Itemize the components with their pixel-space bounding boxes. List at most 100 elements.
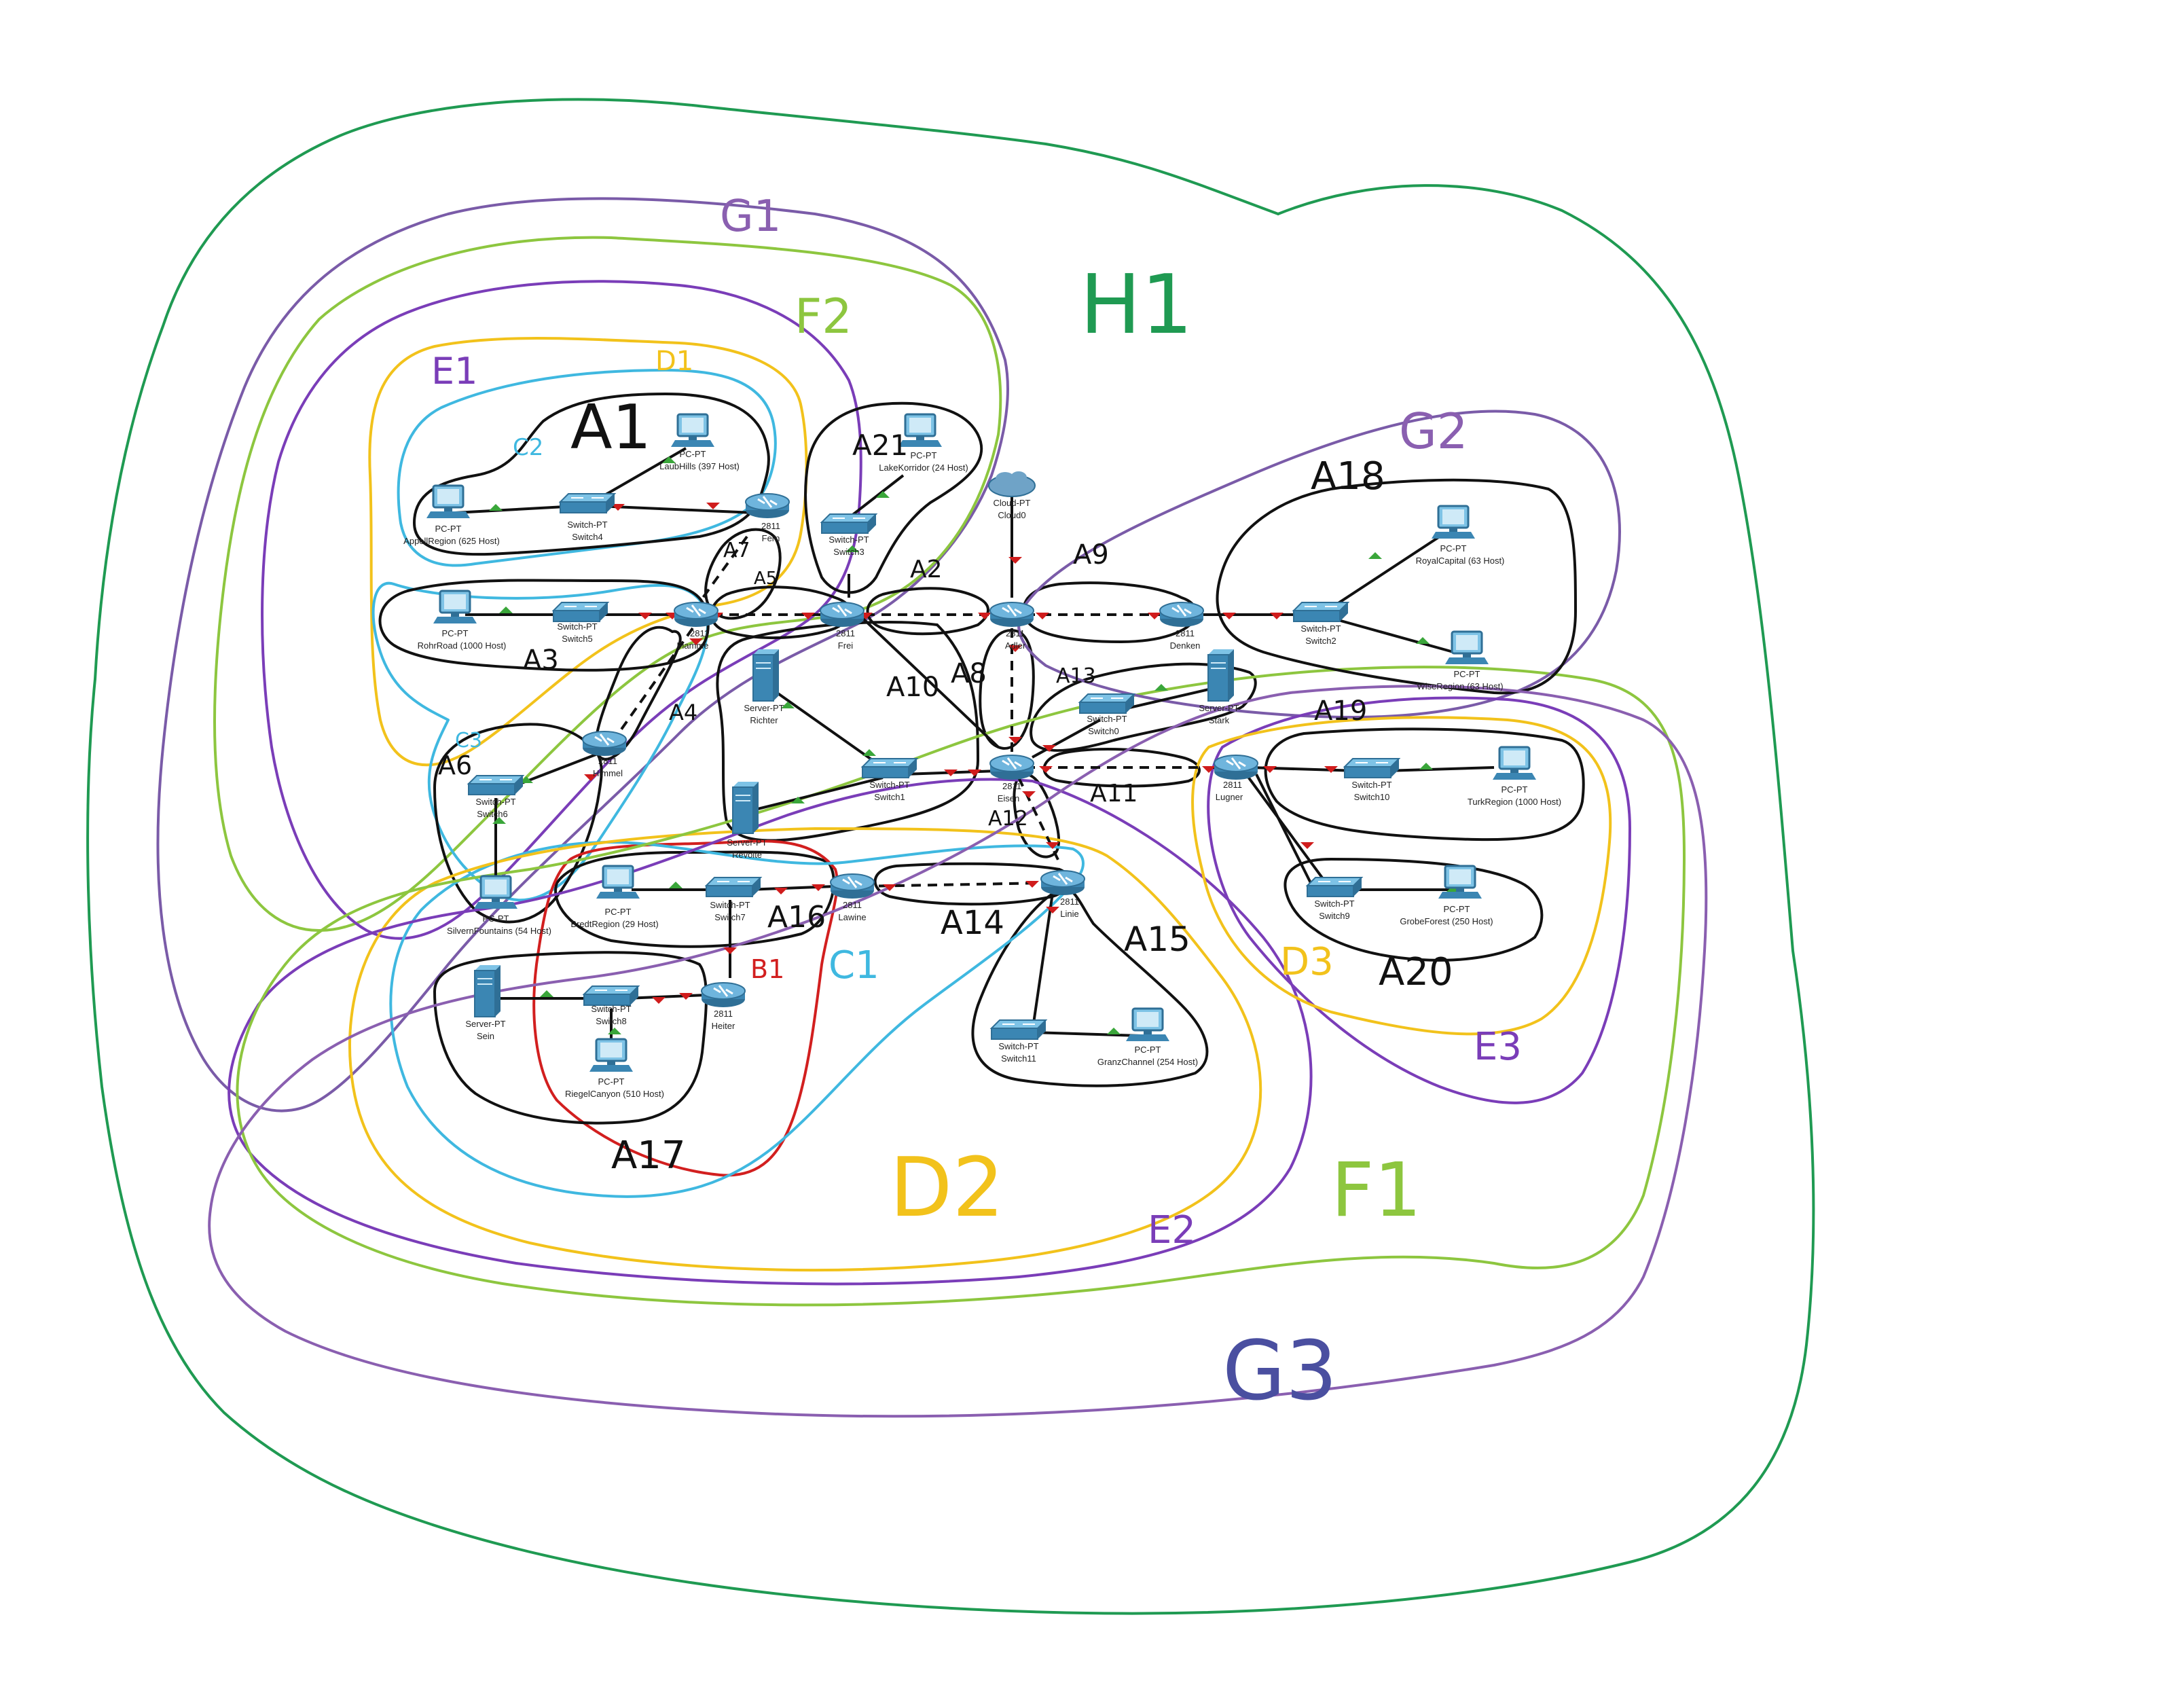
device-name-label: Switch8 xyxy=(596,1016,627,1026)
switch11[interactable]: Switch-PT Switch11 xyxy=(991,1019,1046,1064)
device-type-label: Switch-PT xyxy=(1087,714,1127,724)
label-a20: A20 xyxy=(1379,950,1453,994)
device-type-label: 2811 xyxy=(1006,628,1025,638)
pc-wiseregion[interactable]: PC-PT WiseRegion (63 Host) xyxy=(1417,630,1504,691)
device-name-label: RiegelCanyon (510 Host) xyxy=(565,1089,664,1099)
label-a11: A11 xyxy=(1090,780,1138,808)
switch10[interactable]: Switch-PT Switch10 xyxy=(1344,758,1400,802)
device-type-label: PC-PT xyxy=(1502,784,1528,795)
pc-grobeforest[interactable]: PC-PT GrobeForest (250 Host) xyxy=(1400,865,1493,926)
server-stark[interactable]: Server-PT Stark xyxy=(1199,649,1239,725)
pc-royalcapital[interactable]: PC-PT RoyalCapital (63 Host) xyxy=(1416,505,1505,566)
region-g2-outline xyxy=(1017,410,1621,719)
label-g3: G3 xyxy=(1222,1324,1337,1419)
region-c1-outline xyxy=(389,841,1085,1198)
server-sein[interactable]: Server-PT Sein xyxy=(465,964,506,1041)
router-frei[interactable]: 2811 Frei xyxy=(819,601,865,651)
router-flamme[interactable]: 2811 Flamme xyxy=(673,601,719,651)
pc-appellregion[interactable]: PC-PT AppellRegion (625 Host) xyxy=(403,484,500,546)
switch1[interactable]: Switch-PT Switch1 xyxy=(862,758,917,802)
device-name-label: Himmel xyxy=(593,768,623,778)
router-lawine[interactable]: 2811 Lawine xyxy=(829,873,875,922)
switch9[interactable]: Switch-PT Switch9 xyxy=(1307,877,1362,921)
label-a15: A15 xyxy=(1124,920,1190,959)
device-type-label: Switch-PT xyxy=(869,780,909,790)
region-a21-outline xyxy=(804,401,983,594)
device-name-label: Switch6 xyxy=(477,809,508,819)
label-d1: D1 xyxy=(655,346,693,377)
link-status-markers xyxy=(489,456,1460,1034)
router-denken[interactable]: 2811 Denken xyxy=(1159,601,1205,651)
device-type-label: 2811 xyxy=(836,628,855,638)
router-linie[interactable]: 2811 Linie xyxy=(1040,869,1086,919)
switch7[interactable]: Switch-PT Switch7 xyxy=(706,877,761,922)
pc-laubhills[interactable]: PC-PT LaubHills (397 Host) xyxy=(659,413,740,471)
switch8[interactable]: Switch-PT Switch8 xyxy=(583,985,639,1026)
device-name-label: LaubHills (397 Host) xyxy=(659,461,740,471)
server-richter[interactable]: Server-PT Richter xyxy=(744,649,784,725)
region-a19-outline xyxy=(1264,727,1585,842)
label-d3: D3 xyxy=(1280,940,1334,984)
switch3[interactable]: Switch-PT Switch3 xyxy=(821,513,877,557)
device-name-label: GrobeForest (250 Host) xyxy=(1400,916,1493,926)
pc-granzchannel[interactable]: PC-PT GranzChannel (254 Host) xyxy=(1097,1007,1198,1067)
device-name-label: GranzChannel (254 Host) xyxy=(1097,1057,1198,1067)
pc-rohrroad[interactable]: PC-PT RohrRoad (1000 Host) xyxy=(418,590,507,651)
label-a4: A4 xyxy=(669,700,697,725)
region-a15-outline xyxy=(971,887,1209,1087)
device-name-label: Heiter xyxy=(712,1021,735,1031)
device-name-label: Lugner xyxy=(1216,792,1243,802)
device-type-label: Switch-PT xyxy=(998,1041,1038,1051)
cloud0[interactable]: Cloud-PT Cloud0 xyxy=(988,471,1036,520)
devices: PC-PT LaubHills (397 Host) PC-PT AppellR… xyxy=(403,413,1561,1099)
switch2[interactable]: Switch-PT Switch2 xyxy=(1293,602,1349,646)
device-name-label: Frei xyxy=(838,640,854,651)
router-adler[interactable]: 2811 Adler xyxy=(989,601,1035,651)
router-eisen[interactable]: 2811 Eisen xyxy=(989,754,1035,803)
region-f2-outline xyxy=(213,236,1002,932)
device-type-label: Server-PT xyxy=(744,703,784,713)
device-name-label: Switch9 xyxy=(1319,911,1350,921)
router-heiter[interactable]: 2811 Heiter xyxy=(700,981,746,1031)
label-a8: A8 xyxy=(951,658,987,689)
switch6[interactable]: Switch-PT Switch6 xyxy=(468,775,524,819)
device-name-label: AppellRegion (625 Host) xyxy=(403,536,500,546)
device-type-label: Server-PT xyxy=(1199,703,1239,713)
device-type-label: Switch-PT xyxy=(557,621,597,632)
router-himmel[interactable]: 2811 Himmel xyxy=(581,730,627,778)
switch0[interactable]: Switch-PT Switch0 xyxy=(1079,693,1135,736)
pc-lakekorridor[interactable]: PC-PT LakeKorridor (24 Host) xyxy=(879,413,968,473)
device-type-label: Switch-PT xyxy=(1300,623,1341,634)
device-type-label: PC-PT xyxy=(680,449,706,459)
router-lugner[interactable]: 2811 Lugner xyxy=(1213,754,1259,802)
device-name-label: Stark xyxy=(1209,715,1230,725)
device-type-label: PC-PT xyxy=(1444,904,1470,914)
switch5[interactable]: Switch-PT Switch5 xyxy=(553,602,608,644)
label-a21: A21 xyxy=(852,429,908,462)
device-type-label: 2811 xyxy=(1176,628,1195,638)
device-type-label: Switch-PT xyxy=(591,1004,631,1014)
device-type-label: PC-PT xyxy=(1454,669,1480,679)
pc-riegelcanyon[interactable]: PC-PT RiegelCanyon (510 Host) xyxy=(565,1038,664,1099)
server-revolte[interactable]: Server-PT Revolte xyxy=(727,781,767,860)
device-name-label: Cloud0 xyxy=(998,510,1025,520)
pc-silvernfountains[interactable]: PC-PT SilvernFountains (54 Host) xyxy=(447,875,551,936)
label-a13: A13 xyxy=(1056,664,1096,688)
region-d3-outline xyxy=(1191,716,1612,1036)
label-a7: A7 xyxy=(723,539,750,562)
label-a9: A9 xyxy=(1073,539,1109,571)
device-name-label: Sein xyxy=(477,1031,494,1041)
pc-bredtregion[interactable]: PC-PT BredtRegion (29 Host) xyxy=(570,865,659,929)
label-a10: A10 xyxy=(886,672,939,703)
pc-turkregion[interactable]: PC-PT TurkRegion (1000 Host) xyxy=(1468,746,1561,807)
region-g3-outline xyxy=(208,685,1708,1418)
router-fern[interactable]: 2811 Fern xyxy=(744,492,790,543)
device-type-label: Switch-PT xyxy=(567,520,607,530)
device-name-label: Fern xyxy=(762,533,780,543)
switch4[interactable]: Switch-PT Switch4 xyxy=(560,493,615,542)
device-type-label: Switch-PT xyxy=(1351,780,1391,790)
region-c3-outline xyxy=(371,581,709,902)
device-name-label: Flamme xyxy=(677,640,709,651)
region-b1-outline xyxy=(532,839,839,1177)
label-a1: A1 xyxy=(570,392,651,463)
